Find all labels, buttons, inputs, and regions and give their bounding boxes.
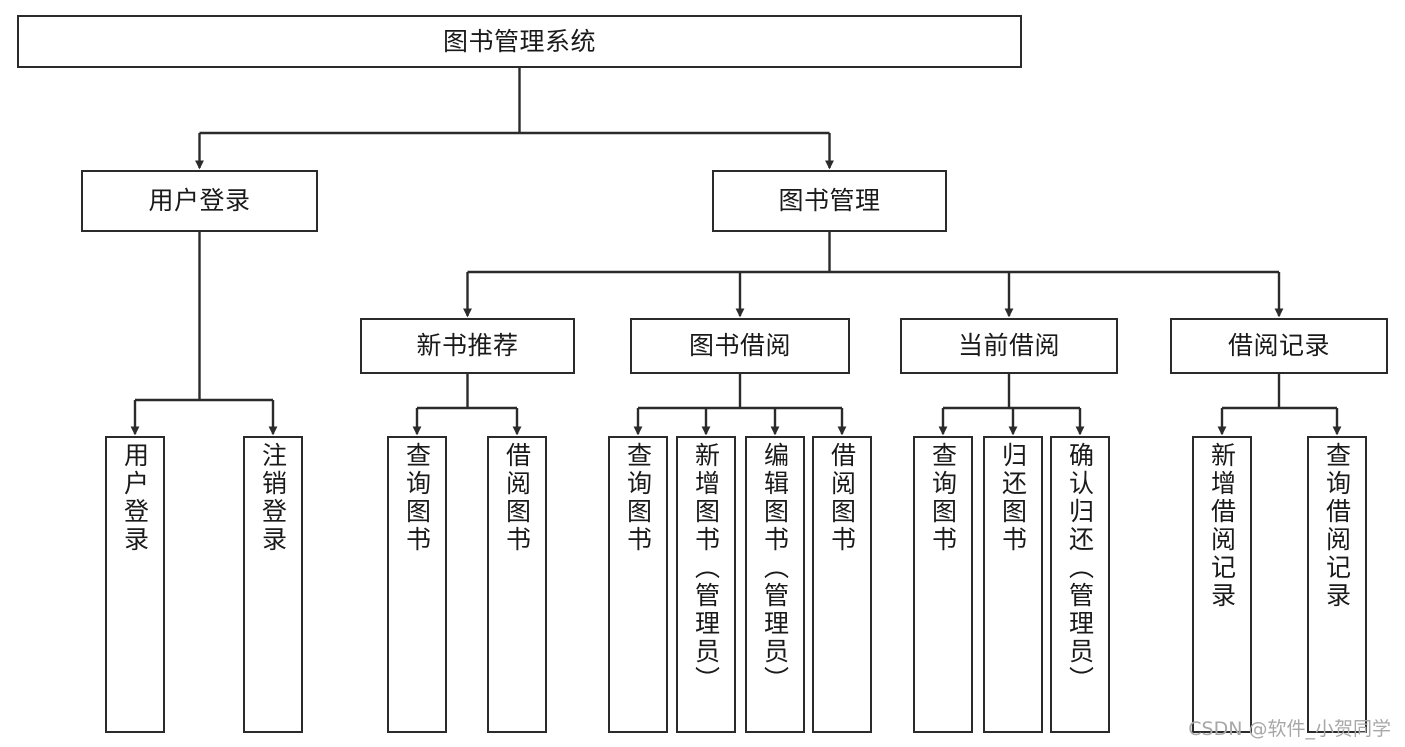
node-label: 图书管理系统 <box>442 26 596 56</box>
node-label: 当前借阅 <box>957 331 1060 361</box>
node-label: 借阅图书 <box>827 442 857 554</box>
node-label: 图书借阅 <box>688 331 791 361</box>
node-label: 归还图书 <box>998 442 1028 554</box>
node-label: 查询图书 <box>623 442 653 554</box>
node-label: 借阅图书 <box>502 442 532 554</box>
node-l2[interactable]: 注销登录 <box>243 436 303 733</box>
node-label: 查询图书 <box>402 442 432 554</box>
node-l5[interactable]: 查询图书 <box>608 436 668 733</box>
node-label: 新增借阅记录 <box>1207 442 1237 610</box>
node-n4[interactable]: 图书借阅 <box>630 318 850 374</box>
node-l13[interactable]: 查询借阅记录 <box>1307 436 1367 733</box>
node-n3[interactable]: 新书推荐 <box>360 318 575 374</box>
node-l3[interactable]: 查询图书 <box>387 436 447 733</box>
node-l7[interactable]: 编辑图书（管理员） <box>745 436 805 733</box>
node-l11[interactable]: 确认归还（管理员） <box>1050 436 1110 733</box>
node-l12[interactable]: 新增借阅记录 <box>1192 436 1252 733</box>
node-l4[interactable]: 借阅图书 <box>487 436 547 733</box>
node-n5[interactable]: 当前借阅 <box>900 318 1118 374</box>
node-n6[interactable]: 借阅记录 <box>1170 318 1388 374</box>
node-label: 图书管理 <box>778 186 881 216</box>
node-l10[interactable]: 归还图书 <box>983 436 1043 733</box>
node-l1[interactable]: 用户登录 <box>105 436 165 733</box>
node-label: 查询借阅记录 <box>1322 442 1352 610</box>
node-n2[interactable]: 图书管理 <box>712 170 947 232</box>
node-label: 用户登录 <box>148 186 251 216</box>
node-label: 查询图书 <box>928 442 958 554</box>
node-n1[interactable]: 用户登录 <box>81 170 318 232</box>
node-label: 新书推荐 <box>416 331 519 361</box>
node-label: 新增图书（管理员） <box>691 442 721 694</box>
node-label: 编辑图书（管理员） <box>760 442 790 694</box>
node-l6[interactable]: 新增图书（管理员） <box>676 436 736 733</box>
node-label: 用户登录 <box>120 442 150 554</box>
node-label: 借阅记录 <box>1227 331 1330 361</box>
node-l8[interactable]: 借阅图书 <box>812 436 872 733</box>
node-label: 注销登录 <box>258 442 288 554</box>
node-l9[interactable]: 查询图书 <box>913 436 973 733</box>
node-label: 确认归还（管理员） <box>1065 442 1095 694</box>
node-root[interactable]: 图书管理系统 <box>17 15 1022 68</box>
